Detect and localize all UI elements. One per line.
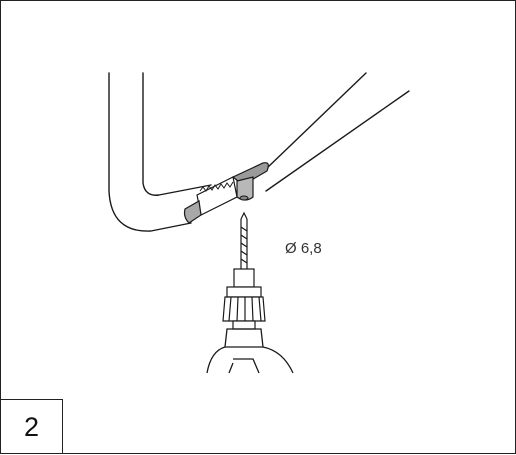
step-number-box: 2 xyxy=(1,399,63,454)
mounting-bracket xyxy=(183,162,269,224)
hole-marker xyxy=(239,195,249,201)
drill-body xyxy=(206,328,294,374)
drill-size-label: Ø 6,8 xyxy=(285,240,322,257)
step-number: 2 xyxy=(23,411,40,442)
frame-inner-edge-lower xyxy=(265,72,367,170)
adhesive-tape xyxy=(196,176,238,216)
frame-outer-edge-lower xyxy=(265,90,410,192)
drill-chuck xyxy=(222,268,266,330)
frame-outer-edge xyxy=(108,72,192,232)
drill-bit xyxy=(240,211,248,269)
frame-inner-edge xyxy=(142,72,212,196)
